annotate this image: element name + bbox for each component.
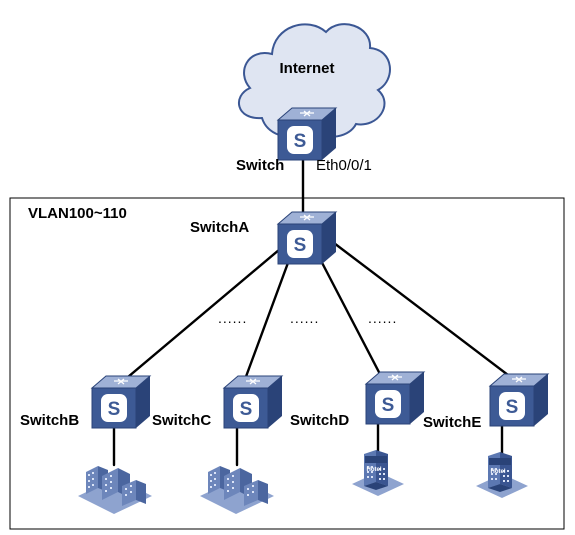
- switch-b-label: SwitchB: [20, 412, 79, 429]
- link-switcha-to-switche: [328, 238, 514, 380]
- switch-a-icon: [277, 211, 337, 265]
- switch-c-label: SwitchC: [152, 412, 211, 429]
- ellipsis-1: ......: [218, 310, 247, 326]
- switch-e-label: SwitchE: [423, 414, 481, 431]
- office-buildings-icon: [200, 466, 274, 514]
- switch-d-label: SwitchD: [290, 412, 349, 429]
- upstream-switch-icon: [277, 107, 337, 161]
- hotel-icon: [352, 450, 404, 496]
- vlan-label: VLAN100~110: [28, 205, 127, 222]
- upstream-port-label: Eth0/0/1: [316, 157, 372, 174]
- switch-a-label: SwitchA: [190, 219, 249, 236]
- link-switcha-to-switchc: [242, 250, 294, 384]
- office-buildings-icon: [78, 466, 152, 514]
- ellipsis-2: ......: [290, 310, 319, 326]
- switch-e-icon: [489, 373, 549, 427]
- hotel-icon: [476, 452, 528, 498]
- internet-label: Internet: [279, 60, 334, 77]
- vlan-boundary: [9, 197, 565, 530]
- switch-b-icon: [91, 375, 151, 429]
- link-switcha-to-switchd: [316, 253, 384, 380]
- hotel-e-sign: Hotel: [491, 469, 506, 475]
- hotel-d-sign: Hotel: [367, 467, 382, 473]
- upstream-switch-label: Switch: [236, 157, 284, 174]
- link-switcha-to-switchb: [120, 242, 288, 384]
- ellipsis-3: ......: [368, 310, 397, 326]
- switch-c-icon: [223, 375, 283, 429]
- switch-d-icon: [365, 371, 425, 425]
